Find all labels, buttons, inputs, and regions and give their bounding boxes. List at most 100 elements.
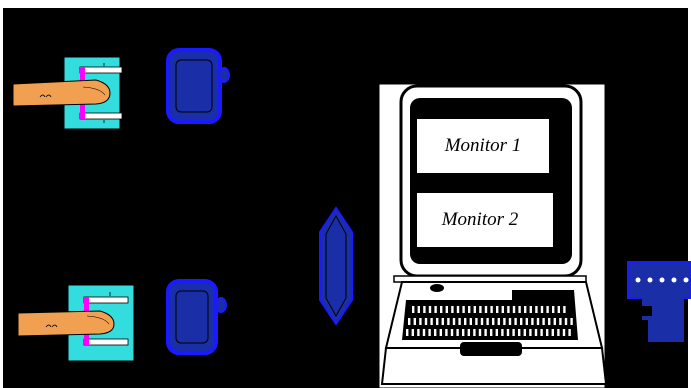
keyboard-key <box>557 306 560 313</box>
keyboard-key <box>492 318 495 325</box>
keyboard-key <box>535 306 538 313</box>
keyboard-key <box>439 329 442 336</box>
keyboard-key <box>496 306 499 313</box>
keyboard-key <box>408 318 411 325</box>
keyboard-key <box>458 318 461 325</box>
keyboard-key <box>529 306 532 313</box>
keyboard-key <box>468 306 471 313</box>
keyboard-key <box>548 318 551 325</box>
keyboard-key <box>508 318 512 325</box>
keyboard-key <box>424 318 428 325</box>
keyboard-key <box>495 329 498 336</box>
keyboard-key <box>428 306 432 313</box>
keyboard-key <box>434 329 437 336</box>
keyboard-key <box>503 318 506 325</box>
keyboard-key <box>464 318 467 325</box>
fingerprint-sensor-1 <box>12 56 123 130</box>
keyboard-key <box>469 318 472 325</box>
keyboard-key <box>490 329 493 336</box>
keyboard-key <box>412 306 415 313</box>
keyboard-key <box>445 306 448 313</box>
keyboard-key <box>434 306 437 313</box>
keyboard-key <box>417 329 420 336</box>
keyboard-key <box>546 306 549 313</box>
keyboard-key <box>557 329 560 336</box>
keyboard-key <box>417 306 420 313</box>
keyboard-key <box>524 306 527 313</box>
keyboard-key <box>475 318 478 325</box>
keyboard-key <box>507 306 510 313</box>
keyboard-key <box>436 318 439 325</box>
hub-connector <box>319 206 353 326</box>
keyboard-key <box>525 318 528 325</box>
card-reader-2 <box>166 279 227 355</box>
keyboard-key <box>441 318 444 325</box>
keyboard-key <box>480 318 484 325</box>
monitor-2-label: Monitor 2 <box>441 209 519 230</box>
keyboard-key <box>514 318 517 325</box>
keyboard-key <box>518 329 521 336</box>
keyboard-key <box>445 329 448 336</box>
keyboard-key <box>562 329 566 336</box>
keyboard-key <box>419 318 422 325</box>
keyboard-key <box>497 318 500 325</box>
card-reader-1 <box>166 48 230 124</box>
keyboard-key <box>413 318 416 325</box>
keyboard-key <box>428 329 431 336</box>
keyboard-key <box>423 306 426 313</box>
keyboard-key <box>501 329 504 336</box>
keyboard-key <box>473 306 476 313</box>
side-device <box>627 261 691 342</box>
finger-icon <box>12 79 111 107</box>
keyboard-key <box>422 329 426 336</box>
keyboard-key <box>462 329 465 336</box>
keyboard-key <box>520 318 523 325</box>
keyboard-key <box>564 318 568 325</box>
keyboard-key <box>486 318 489 325</box>
keyboard-key <box>551 329 554 336</box>
keyboard-key <box>534 329 538 336</box>
keyboard-key <box>563 306 566 313</box>
finger-icon <box>17 310 115 337</box>
keyboard-key <box>542 318 545 325</box>
keyboard-key <box>559 318 562 325</box>
keyboard-key <box>467 329 470 336</box>
keyboard-key <box>411 329 414 336</box>
keyboard-key <box>452 318 456 325</box>
keyboard-key <box>430 318 433 325</box>
keyboard-key <box>546 329 549 336</box>
keyboard-key <box>451 306 454 313</box>
monitor-panel-2: Monitor 2 <box>416 192 554 248</box>
keyboard-key <box>462 306 465 313</box>
keyboard-key <box>536 318 540 325</box>
keyboard-key <box>501 306 504 313</box>
keyboard-key <box>512 329 515 336</box>
keyboard-key <box>523 329 526 336</box>
keyboard-key <box>484 306 488 313</box>
keyboard-key <box>447 318 450 325</box>
keyboard-key <box>473 329 476 336</box>
keyboard-key <box>406 329 409 336</box>
monitor-panel-1: Monitor 1 <box>416 118 550 174</box>
keyboard-key <box>450 329 454 336</box>
keyboard-key <box>440 306 443 313</box>
keyboard-key <box>490 306 493 313</box>
keyboard-key <box>552 306 555 313</box>
keyboard-key <box>456 306 460 313</box>
keyboard-key <box>568 329 571 336</box>
keyboard-key <box>529 329 532 336</box>
keyboard-key <box>540 306 544 313</box>
fingerprint-sensor-2 <box>17 284 135 362</box>
keyboard-key <box>478 329 482 336</box>
keyboard-key <box>479 306 482 313</box>
keyboard-key <box>484 329 487 336</box>
keyboard-key <box>540 329 543 336</box>
keyboard-key <box>506 329 510 336</box>
keyboard-key <box>570 318 573 325</box>
keyboard-key <box>512 306 516 313</box>
monitor-1-label: Monitor 1 <box>444 135 522 156</box>
keyboard-key <box>553 318 556 325</box>
